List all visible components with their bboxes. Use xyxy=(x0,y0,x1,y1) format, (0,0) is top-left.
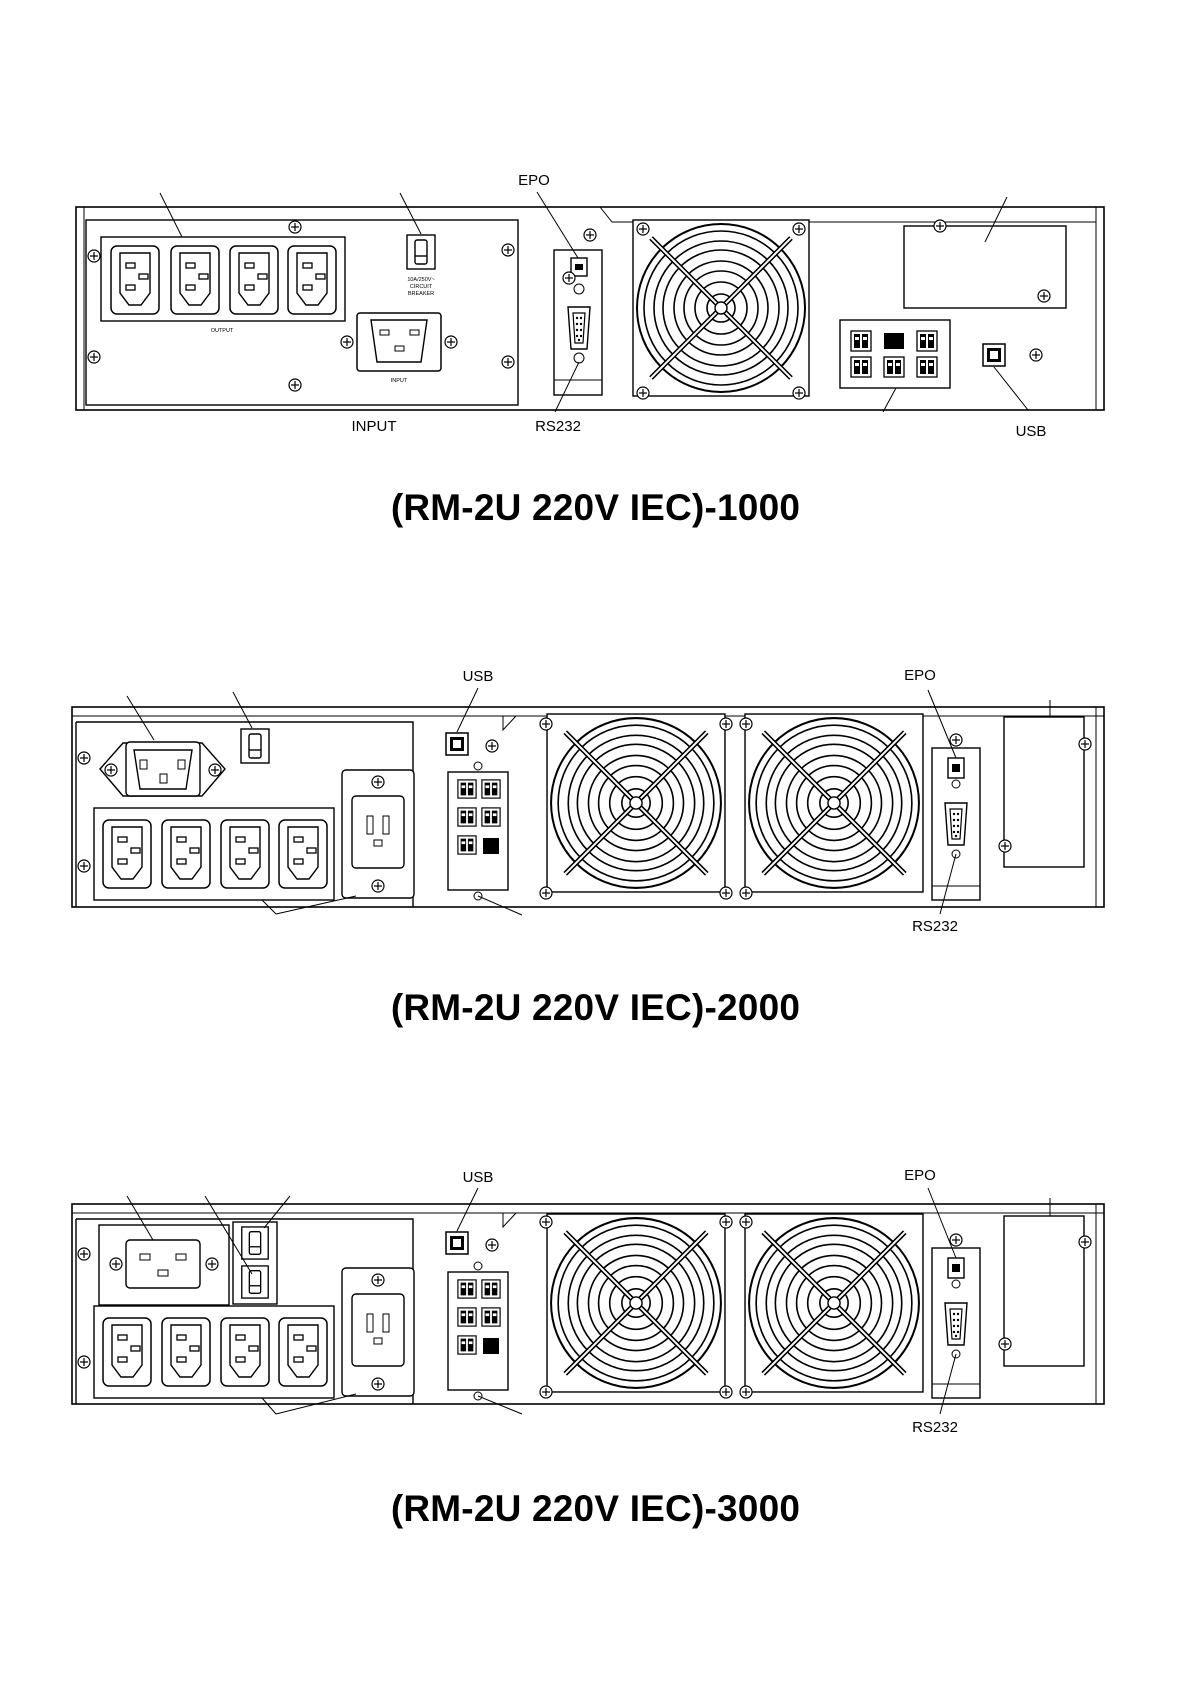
usb-label: USB xyxy=(1016,423,1047,440)
input-socket xyxy=(99,741,226,797)
breaker-label: CIRCUIT xyxy=(410,284,433,290)
output-socket xyxy=(278,819,328,889)
model-title: (RM-2U 220V IEC)-2000 xyxy=(390,987,801,1028)
output-socket xyxy=(102,819,152,889)
cooling-fan xyxy=(547,714,725,892)
cooling-fan xyxy=(547,1214,725,1392)
input-label: INPUT xyxy=(352,418,397,435)
ups-rear-panel-1000: OUTPUT 10A/250V~ CIRCUIT BREAKER INPUT xyxy=(75,172,1105,440)
output-group-label: OUTPUT xyxy=(211,328,234,334)
model-title: (RM-2U 220V IEC)-3000 xyxy=(390,1488,801,1529)
rs232-port xyxy=(567,306,591,350)
circuit-breaker xyxy=(406,234,436,270)
rs232-port xyxy=(944,1302,968,1346)
rs232-port xyxy=(944,802,968,846)
circuit-breaker xyxy=(240,728,270,764)
output-socket xyxy=(287,245,337,315)
output-socket xyxy=(161,1317,211,1387)
battery-connector xyxy=(839,319,951,389)
output-socket xyxy=(229,245,279,315)
model-title: (RM-2U 220V IEC)-1000 xyxy=(390,487,801,528)
epo-label: EPO xyxy=(904,1167,936,1184)
usb-port xyxy=(445,732,469,756)
usb-port xyxy=(445,1231,469,1255)
output-socket xyxy=(220,819,270,889)
usb-label: USB xyxy=(463,668,494,685)
breaker-rating-label: 10A/250V~ xyxy=(407,277,434,283)
output-socket xyxy=(278,1317,328,1387)
cooling-fan xyxy=(745,714,923,892)
rs232-label: RS232 xyxy=(912,918,958,935)
c19-output-socket xyxy=(341,1267,415,1397)
input-socket xyxy=(356,312,442,372)
output-socket xyxy=(220,1317,270,1387)
rs232-label: RS232 xyxy=(912,1419,958,1436)
epo-label: EPO xyxy=(518,172,550,189)
circuit-breaker xyxy=(241,1265,269,1299)
usb-port xyxy=(982,343,1006,367)
output-socket xyxy=(102,1317,152,1387)
epo-label: EPO xyxy=(904,667,936,684)
input-socket xyxy=(125,1239,201,1289)
ups-rear-panel-3000: USB EPO RS232 xyxy=(71,1167,1105,1436)
cooling-fan xyxy=(633,220,809,396)
cooling-fan xyxy=(745,1214,923,1392)
input-socket-label: INPUT xyxy=(391,378,408,384)
snmp-slot-cover xyxy=(1003,1215,1085,1367)
output-socket xyxy=(170,245,220,315)
output-socket xyxy=(110,245,160,315)
breaker-label: BREAKER xyxy=(408,291,434,297)
c19-output-socket xyxy=(341,769,415,899)
usb-label: USB xyxy=(463,1169,494,1186)
output-socket xyxy=(161,819,211,889)
snmp-slot-cover xyxy=(1003,716,1085,868)
ups-rear-panel-2000: USB EPO RS232 xyxy=(71,667,1105,935)
rs232-label: RS232 xyxy=(535,418,581,435)
circuit-breaker xyxy=(241,1226,269,1260)
